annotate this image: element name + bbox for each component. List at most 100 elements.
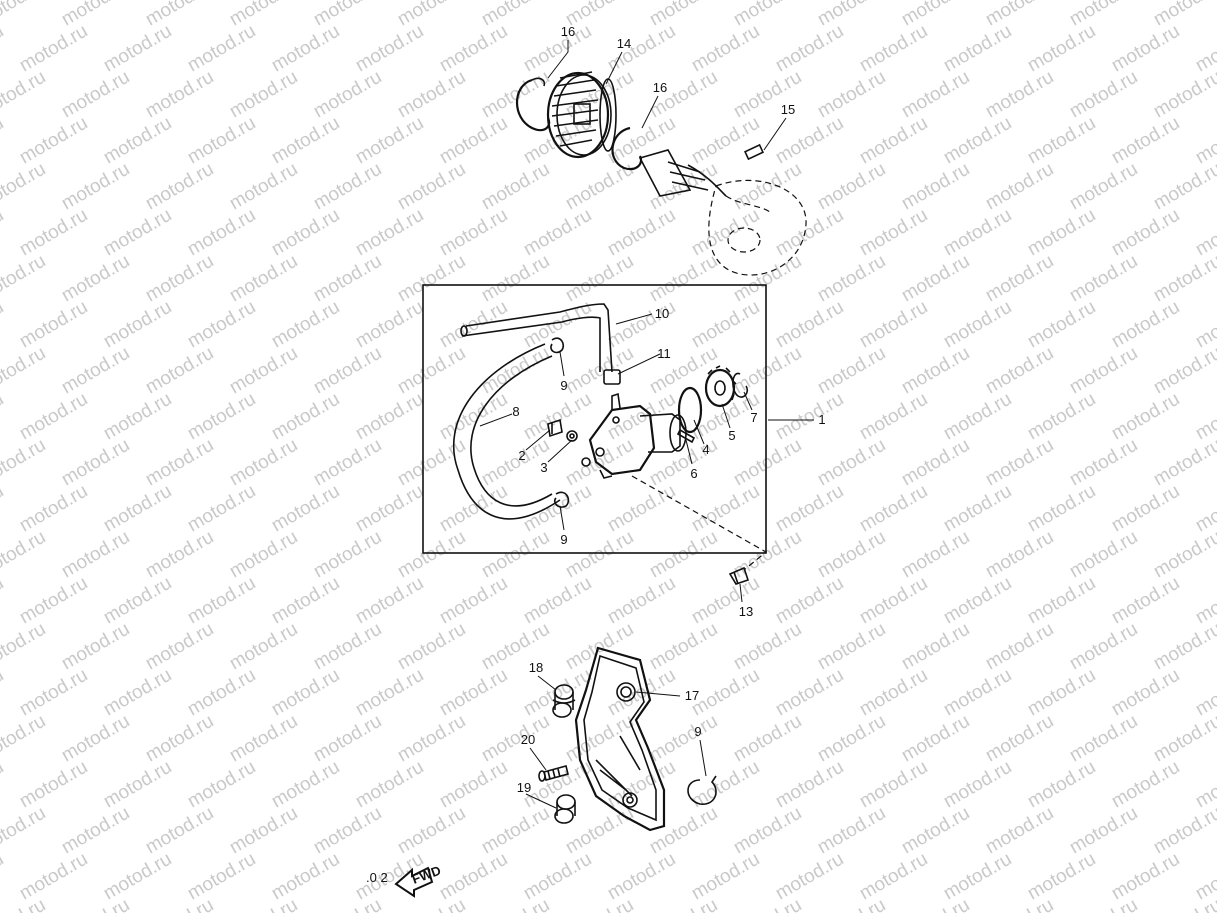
watermark-text: motod.ru [688,573,763,629]
watermark-text: motod.ru [982,619,1057,675]
watermark-text: motod.ru [184,757,259,813]
callout-9-middle: 9 [560,532,567,547]
watermark-text: motod.ru [142,251,217,307]
watermark-text: motod.ru [1066,251,1141,307]
o-ring [677,386,703,434]
watermark-text: motod.ru [562,803,637,859]
watermark-text: motod.ru [1108,665,1183,721]
watermark-text: motod.ru [100,665,175,721]
watermark-text: motod.ru [982,527,1057,583]
watermark-text: motod.ru [982,895,1057,913]
watermark-text: motod.ru [856,205,931,261]
watermark-text: motod.ru [0,251,49,307]
watermark-text: motod.ru [856,757,931,813]
watermark-text: motod.ru [940,849,1015,905]
watermark-text: motod.ru [940,573,1015,629]
watermark-text: motod.ru [562,711,637,767]
watermark-text: motod.ru [520,573,595,629]
watermark-text: motod.ru [1024,205,1099,261]
watermark-text: motod.ru [58,527,133,583]
watermark-text: motod.ru [940,205,1015,261]
watermark-text: motod.ru [310,527,385,583]
watermark-text: motod.ru [1108,573,1183,629]
watermark-text: motod.ru [310,67,385,123]
watermark-text: motod.ru [982,159,1057,215]
callout-16-upper: 16 [561,24,575,39]
watermark-text: motod.ru [0,803,49,859]
watermark-text: motod.ru [436,481,511,537]
watermark-text: motod.ru [772,389,847,445]
watermark-text: motod.ru [226,619,301,675]
watermark-text: motod.ru [688,665,763,721]
watermark-text: motod.ru [982,343,1057,399]
watermark-text: motod.ru [1024,757,1099,813]
watermark-text: motod.ru [58,251,133,307]
watermark-text: motod.ru [0,757,7,813]
watermark-text: motod.ru [58,159,133,215]
watermark-text: motod.ru [142,159,217,215]
watermark-text: motod.ru [268,757,343,813]
callout-2: 2 [518,448,525,463]
hose-upper [465,303,613,373]
watermark-text: motod.ru [16,113,91,169]
watermark-text: motod.ru [352,297,427,353]
pump-drive-gear [704,365,737,408]
watermark-text: motod.ru [1066,527,1141,583]
watermark-text: motod.ru [898,67,973,123]
watermark-text: motod.ru [898,251,973,307]
watermark-text: motod.ru [898,527,973,583]
watermark-text: motod.ru [730,343,805,399]
callout-14: 14 [617,36,631,51]
watermark-text: motod.ru [940,665,1015,721]
corner-mark: .0 2 [366,870,388,885]
watermark-text: motod.ru [394,803,469,859]
watermark-text: motod.ru [562,619,637,675]
watermark-text: motod.ru [226,711,301,767]
watermark-text: motod.ru [310,159,385,215]
watermark-text: motod.ru [898,711,973,767]
callout-3: 3 [540,460,547,475]
watermark-text: motod.ru [1066,711,1141,767]
watermark-text: motod.ru [310,343,385,399]
watermark-text: motod.ru [184,205,259,261]
watermark-text: motod.ru [772,481,847,537]
watermark-text: motod.ru [0,21,7,77]
watermark-text: motod.ru [646,711,721,767]
watermark-text: motod.ru [1108,481,1183,537]
callout-15: 15 [781,102,795,117]
watermark-text: motod.ru [268,849,343,905]
callout-16-lower: 16 [653,80,667,95]
watermark-text: motod.ru [58,0,133,30]
watermark-text: motod.ru [772,573,847,629]
watermark-text: motod.ru [856,21,931,77]
watermark-text: motod.ru [646,251,721,307]
grommet-lower [554,794,576,824]
watermark-text: motod.ru [898,159,973,215]
watermark-text: motod.ru [940,297,1015,353]
watermark-text: motod.ru [184,573,259,629]
callout-10: 10 [655,306,669,321]
watermark-text: motod.ru [310,0,385,30]
watermark-text: motod.ru [982,251,1057,307]
watermark-text: motod.ru [100,113,175,169]
watermark-text: motod.ru [100,205,175,261]
watermark-text: motod.ru [268,665,343,721]
watermark-text: motod.ru [478,343,553,399]
callout-20: 20 [521,732,535,747]
watermark-text: motod.ru [100,481,175,537]
watermark-text: motod.ru [856,481,931,537]
watermark-text: motod.ru [1150,159,1217,215]
watermark-text: motod.ru [0,67,49,123]
callout-7: 7 [750,410,757,425]
watermark-text: motod.ru [1150,251,1217,307]
watermark-text: motod.ru [1108,389,1183,445]
watermark-text: motod.ru [1108,297,1183,353]
watermark-text: motod.ru [688,21,763,77]
watermark-text: motod.ru [1108,757,1183,813]
watermark-text: motod.ru [310,619,385,675]
watermark-text: motod.ru [226,343,301,399]
watermark-text: motod.ru [394,435,469,491]
watermark-text: motod.ru [436,113,511,169]
watermark-text: motod.ru [0,619,49,675]
watermark-text: motod.ru [856,665,931,721]
